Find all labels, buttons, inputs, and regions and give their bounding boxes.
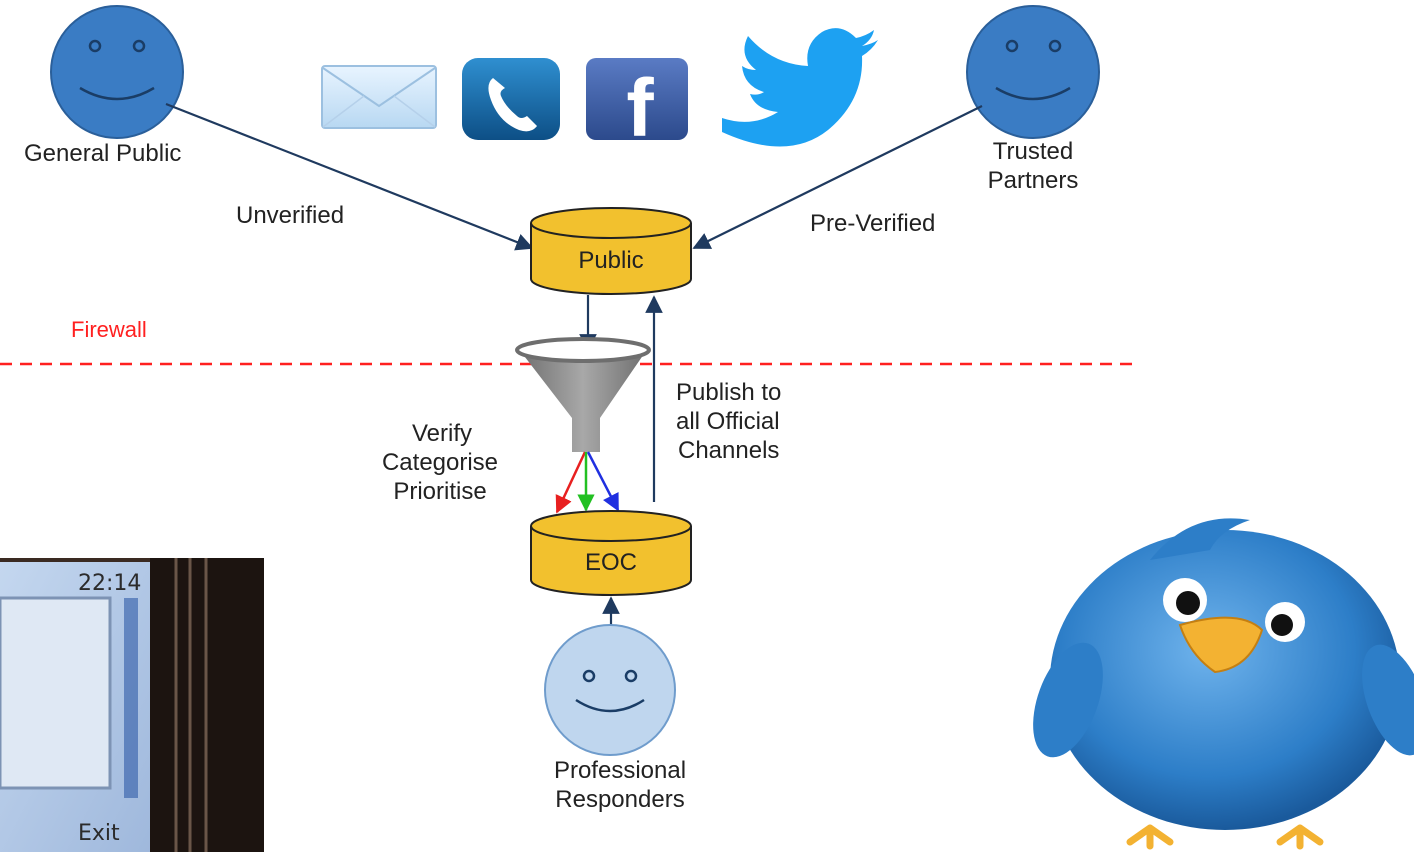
eoc-datastore	[530, 510, 692, 596]
unverified-label: Unverified	[236, 202, 344, 229]
phone-softkey-exit: Exit	[78, 821, 120, 846]
facebook-icon: f	[586, 58, 688, 154]
verify-label-line2: Categorise	[382, 449, 498, 476]
eoc-datastore-label: EOC	[585, 549, 637, 576]
verify-label-line1: Verify	[412, 420, 472, 447]
phone-icon	[462, 58, 560, 140]
trusted-partners-label-line2: Partners	[988, 167, 1079, 194]
unverified-arrow	[165, 102, 534, 251]
mobile-phone-photo: 22:14 Exit	[0, 558, 264, 852]
general-public-face-icon	[50, 5, 184, 139]
publish-label-line2: all Official	[676, 408, 780, 435]
trusted-partners-label-line1: Trusted	[993, 138, 1073, 165]
professional-responders-face-icon	[544, 624, 676, 756]
phone-clock: 22:14	[78, 571, 141, 596]
firewall-label: Firewall	[71, 317, 147, 342]
twitter-icon	[722, 28, 878, 147]
verify-blue-arrow	[586, 451, 620, 512]
twitter-bird-mascot-icon	[1033, 518, 1414, 850]
verify-red-arrow	[555, 451, 587, 514]
email-icon	[321, 65, 437, 129]
pre-verified-label: Pre-Verified	[810, 210, 935, 237]
professional-label-line1: Professional	[554, 757, 686, 784]
trusted-partners-face-icon	[966, 5, 1100, 139]
filter-funnel-icon	[515, 337, 651, 452]
public-datastore-label: Public	[578, 247, 643, 274]
professional-label-line2: Responders	[555, 786, 684, 813]
publish-label-line1: Publish to	[676, 379, 781, 406]
pre-verified-arrow	[692, 105, 983, 249]
general-public-label: General Public	[24, 140, 181, 167]
verify-label-line3: Prioritise	[393, 478, 486, 505]
public-datastore	[530, 207, 692, 295]
publish-label-line3: Channels	[678, 437, 779, 464]
facebook-letter: f	[626, 63, 654, 154]
